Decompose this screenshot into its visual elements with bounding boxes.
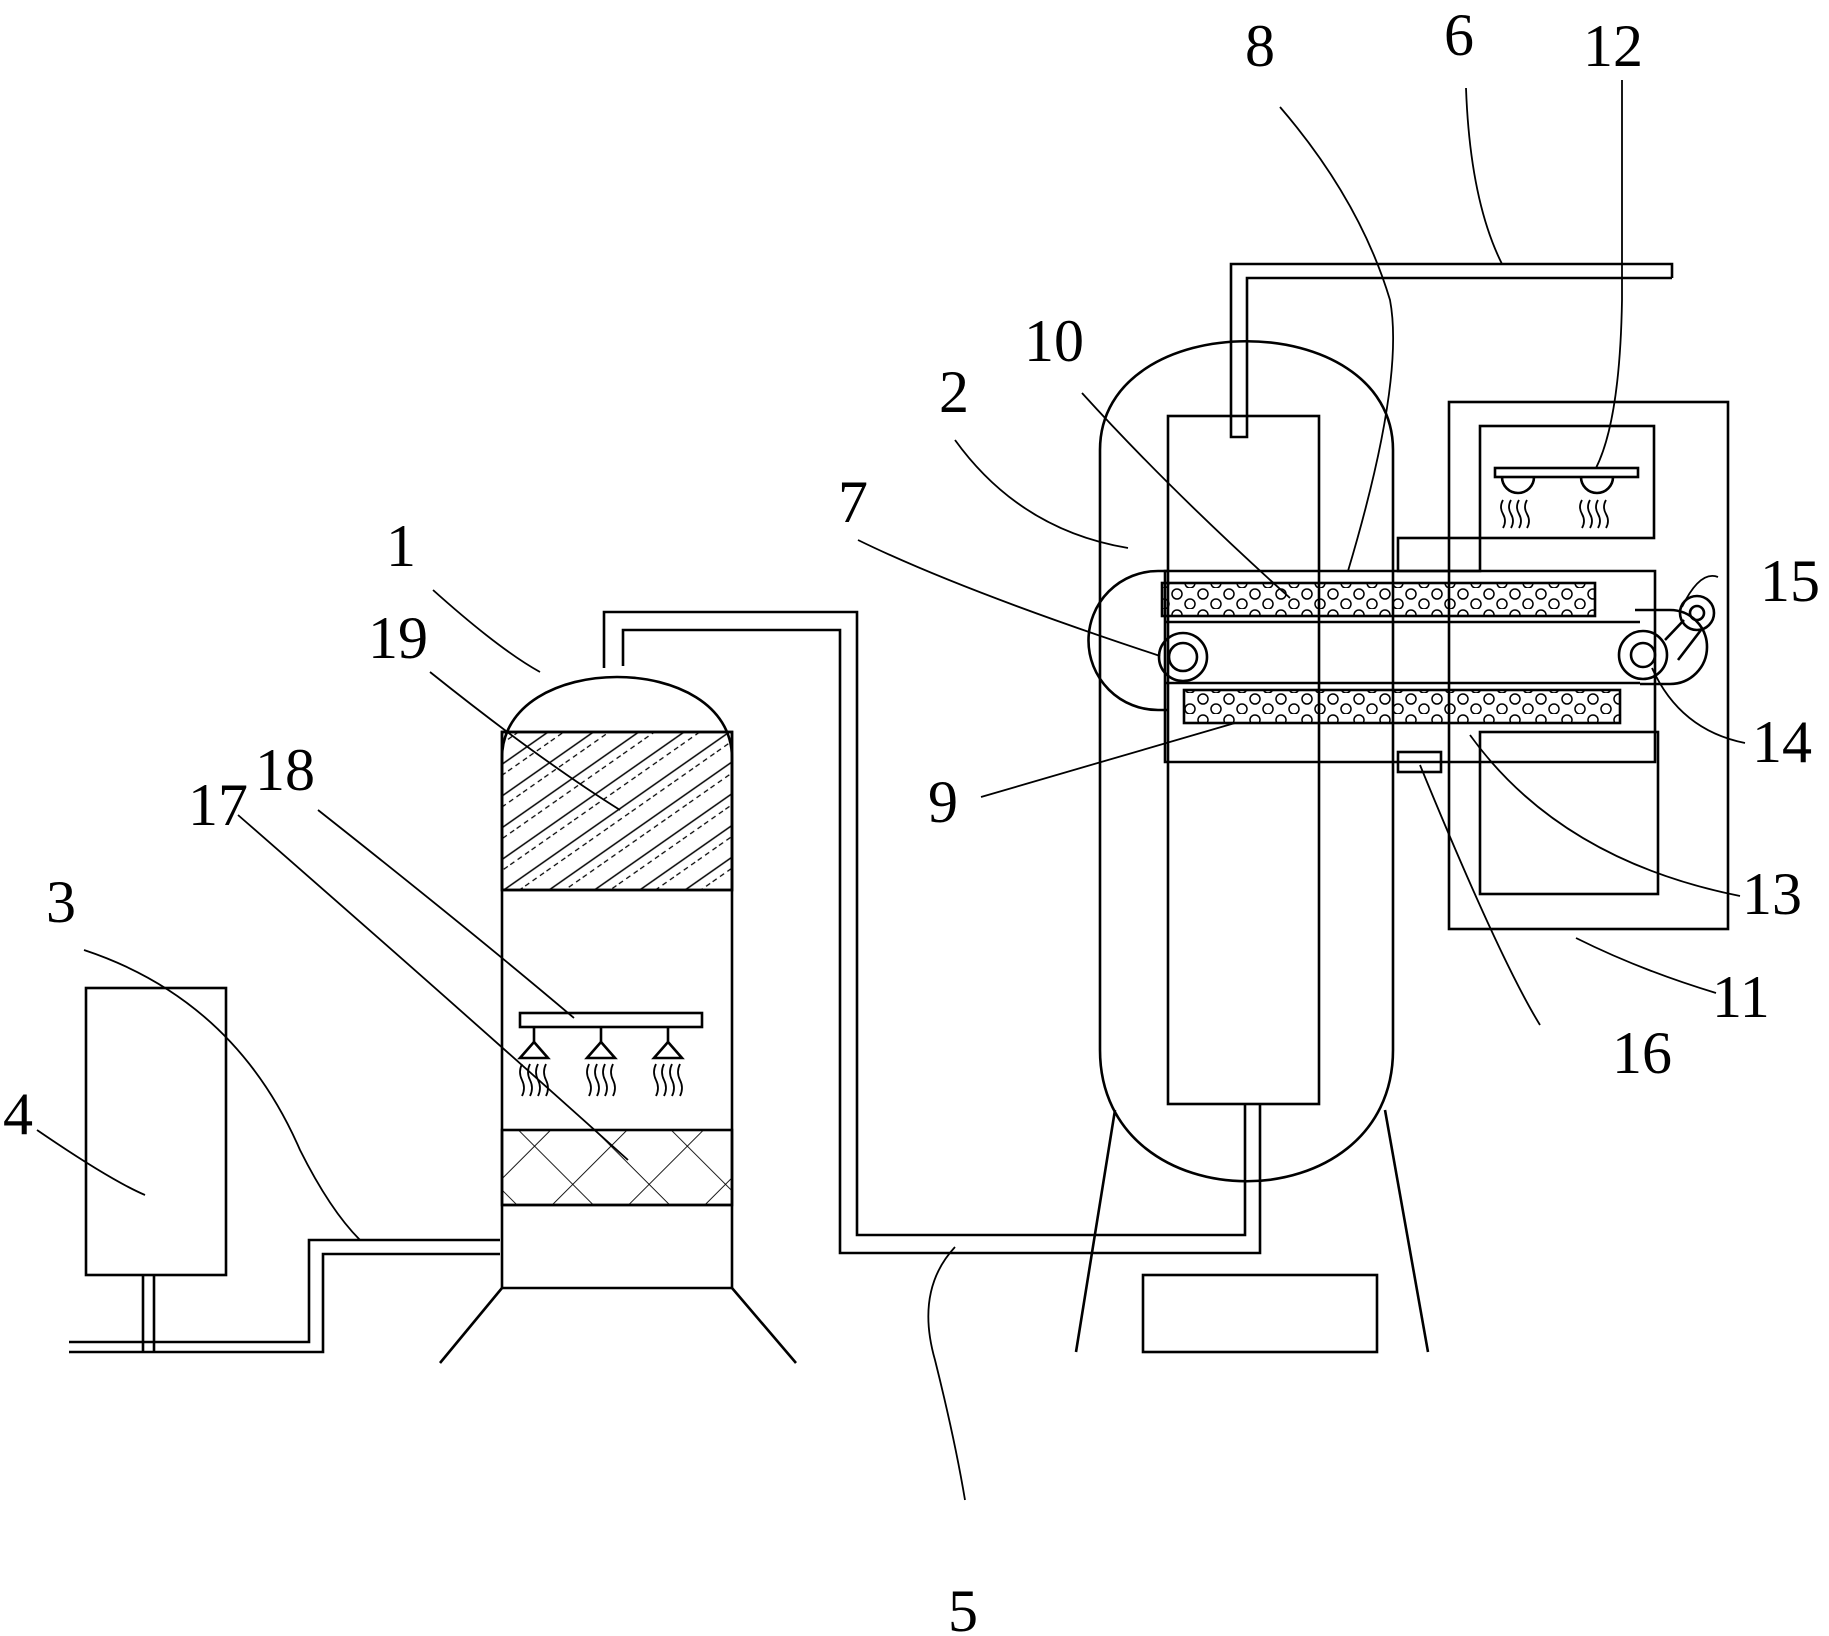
leader-19 (429, 671, 621, 811)
leader-lines (36, 80, 1746, 1501)
inlet-pipe-3 (69, 1238, 500, 1354)
label-15: 15 (1760, 548, 1820, 614)
leader-6 (1465, 87, 1503, 265)
tank-4 (84, 986, 228, 1277)
leader-15 (1681, 575, 1719, 608)
leader-4 (36, 1129, 146, 1196)
leader-18 (317, 809, 575, 1019)
label-6: 6 (1444, 2, 1474, 68)
leader-16 (1419, 764, 1541, 1026)
leader-7 (857, 539, 1161, 657)
inner-chamber (1166, 414, 1321, 1106)
leader-8 (1279, 106, 1394, 572)
outlet-pipe-6 (1229, 262, 1674, 439)
packing-layer-19 (500, 730, 734, 892)
leader-3 (83, 949, 361, 1241)
leader-5 (927, 1246, 966, 1501)
label-4: 4 (3, 1081, 33, 1147)
label-5: 5 (948, 1578, 978, 1636)
labels: 1 19 18 17 3 4 5 2 7 10 8 6 12 15 14 9 1… (3, 2, 1820, 1636)
label-2: 2 (939, 359, 969, 425)
leader-14 (1651, 667, 1746, 744)
label-10: 10 (1024, 308, 1084, 374)
nozzle-bar-12 (1493, 466, 1640, 529)
conveyor-belt-7 (1087, 569, 1709, 764)
filter-band-10 (1160, 581, 1597, 618)
grid-layer-17 (500, 1128, 734, 1207)
label-8: 8 (1245, 13, 1275, 79)
roller-left (1157, 631, 1209, 683)
label-1: 1 (386, 513, 416, 579)
leader-11 (1575, 937, 1717, 994)
leader-1 (432, 589, 541, 673)
label-18: 18 (255, 737, 315, 803)
spray-bar-18 (517, 1011, 704, 1097)
label-3: 3 (46, 869, 76, 935)
leader-13 (1469, 734, 1741, 897)
label-16: 16 (1612, 1020, 1672, 1086)
motor-15 (1664, 594, 1716, 661)
leader-10 (1081, 392, 1291, 599)
label-13: 13 (1742, 861, 1802, 927)
roller-14 (1617, 629, 1669, 681)
label-12: 12 (1583, 13, 1643, 79)
label-11: 11 (1712, 964, 1770, 1030)
leader-17 (237, 814, 629, 1161)
connecting-pipe-5 (602, 610, 1262, 1255)
leader-9 (980, 722, 1236, 798)
label-19: 19 (368, 605, 428, 671)
housing-11 (1396, 400, 1730, 931)
label-14: 14 (1752, 709, 1812, 775)
filter-band-9 (1182, 688, 1622, 725)
label-9: 9 (928, 769, 958, 835)
column-2 (1074, 340, 1430, 1354)
leader-2 (954, 439, 1129, 549)
label-17: 17 (188, 772, 248, 838)
label-7: 7 (838, 469, 868, 535)
leader-12 (1595, 80, 1623, 469)
